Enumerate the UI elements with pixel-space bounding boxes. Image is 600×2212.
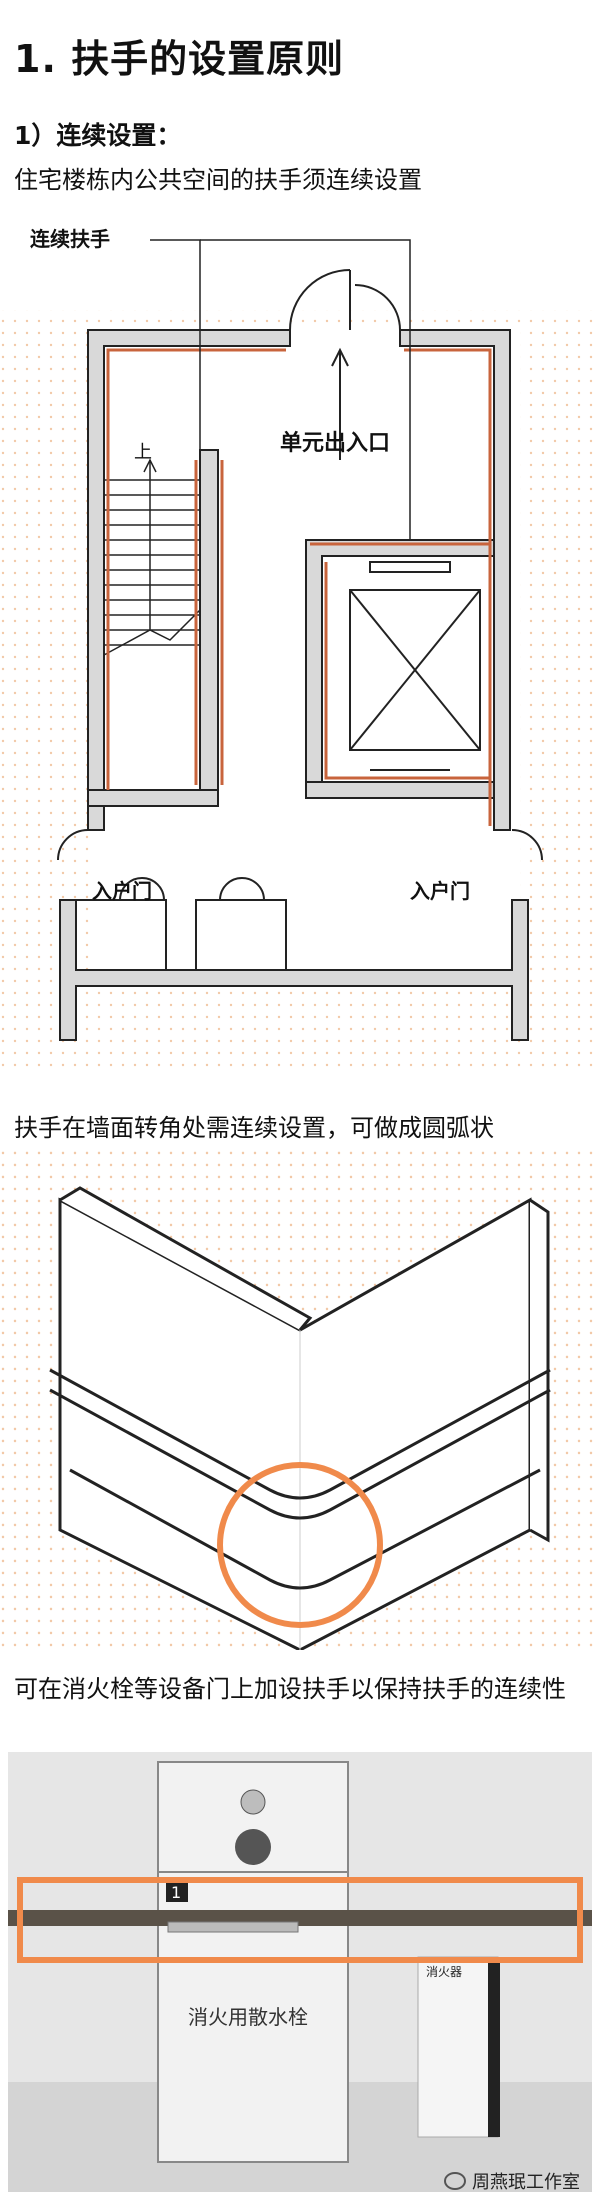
watermark: 周燕珉工作室 <box>444 2168 580 2194</box>
label-handrail: 连续扶手 <box>30 227 110 251</box>
stairs <box>103 458 201 656</box>
section-subheading: 1）连续设置： <box>14 121 182 150</box>
label-door-left: 入户门 <box>92 879 152 903</box>
wechat-icon <box>444 2172 466 2190</box>
exit-arrow-icon <box>331 347 349 460</box>
corner-handrail-illustration <box>0 1150 600 1650</box>
floor-plan-diagram: 连续扶手 上 单元出入口 入户门 入户门 <box>0 227 600 1070</box>
elevator <box>349 561 481 771</box>
highlight-rectangle <box>17 1877 583 1963</box>
alarm-button-icon <box>235 1829 271 1865</box>
hydrant-photo: 1 消火用散水栓 消火器 <box>8 1752 592 2192</box>
rounded-handrail <box>49 1368 551 1590</box>
corner-caption: 扶手在墙面转角处需连续设置，可做成圆弧状 <box>14 1114 494 1142</box>
wall-handrail <box>8 1910 592 1926</box>
badge-number: 1 <box>171 1883 181 1902</box>
label-door-right: 入户门 <box>410 879 470 903</box>
extinguisher-box <box>417 1956 499 2138</box>
label-up: 上 <box>134 442 152 463</box>
hydrant-label: 消火用散水栓 <box>188 2005 308 2029</box>
alarm-light-icon <box>240 1789 266 1815</box>
walls <box>59 329 529 1041</box>
extinguisher-label: 消火器 <box>426 1965 462 1979</box>
hydrant-caption: 可在消火栓等设备门上加设扶手以保持扶手的连续性 <box>14 1675 566 1703</box>
page-title: 1. 扶手的设置原则 <box>14 37 345 81</box>
watermark-text: 周燕珉工作室 <box>472 2172 580 2193</box>
handrail-leader <box>150 239 411 540</box>
label-exit: 单元出入口 <box>280 431 390 456</box>
highlight-circle <box>217 1462 383 1628</box>
unit-doors <box>57 829 543 971</box>
intro-text: 住宅楼栋内公共空间的扶手须连续设置 <box>14 166 422 194</box>
cabinet-handrail <box>167 1921 299 1933</box>
entrance-door <box>289 269 401 331</box>
continuous-handrail <box>106 348 492 826</box>
